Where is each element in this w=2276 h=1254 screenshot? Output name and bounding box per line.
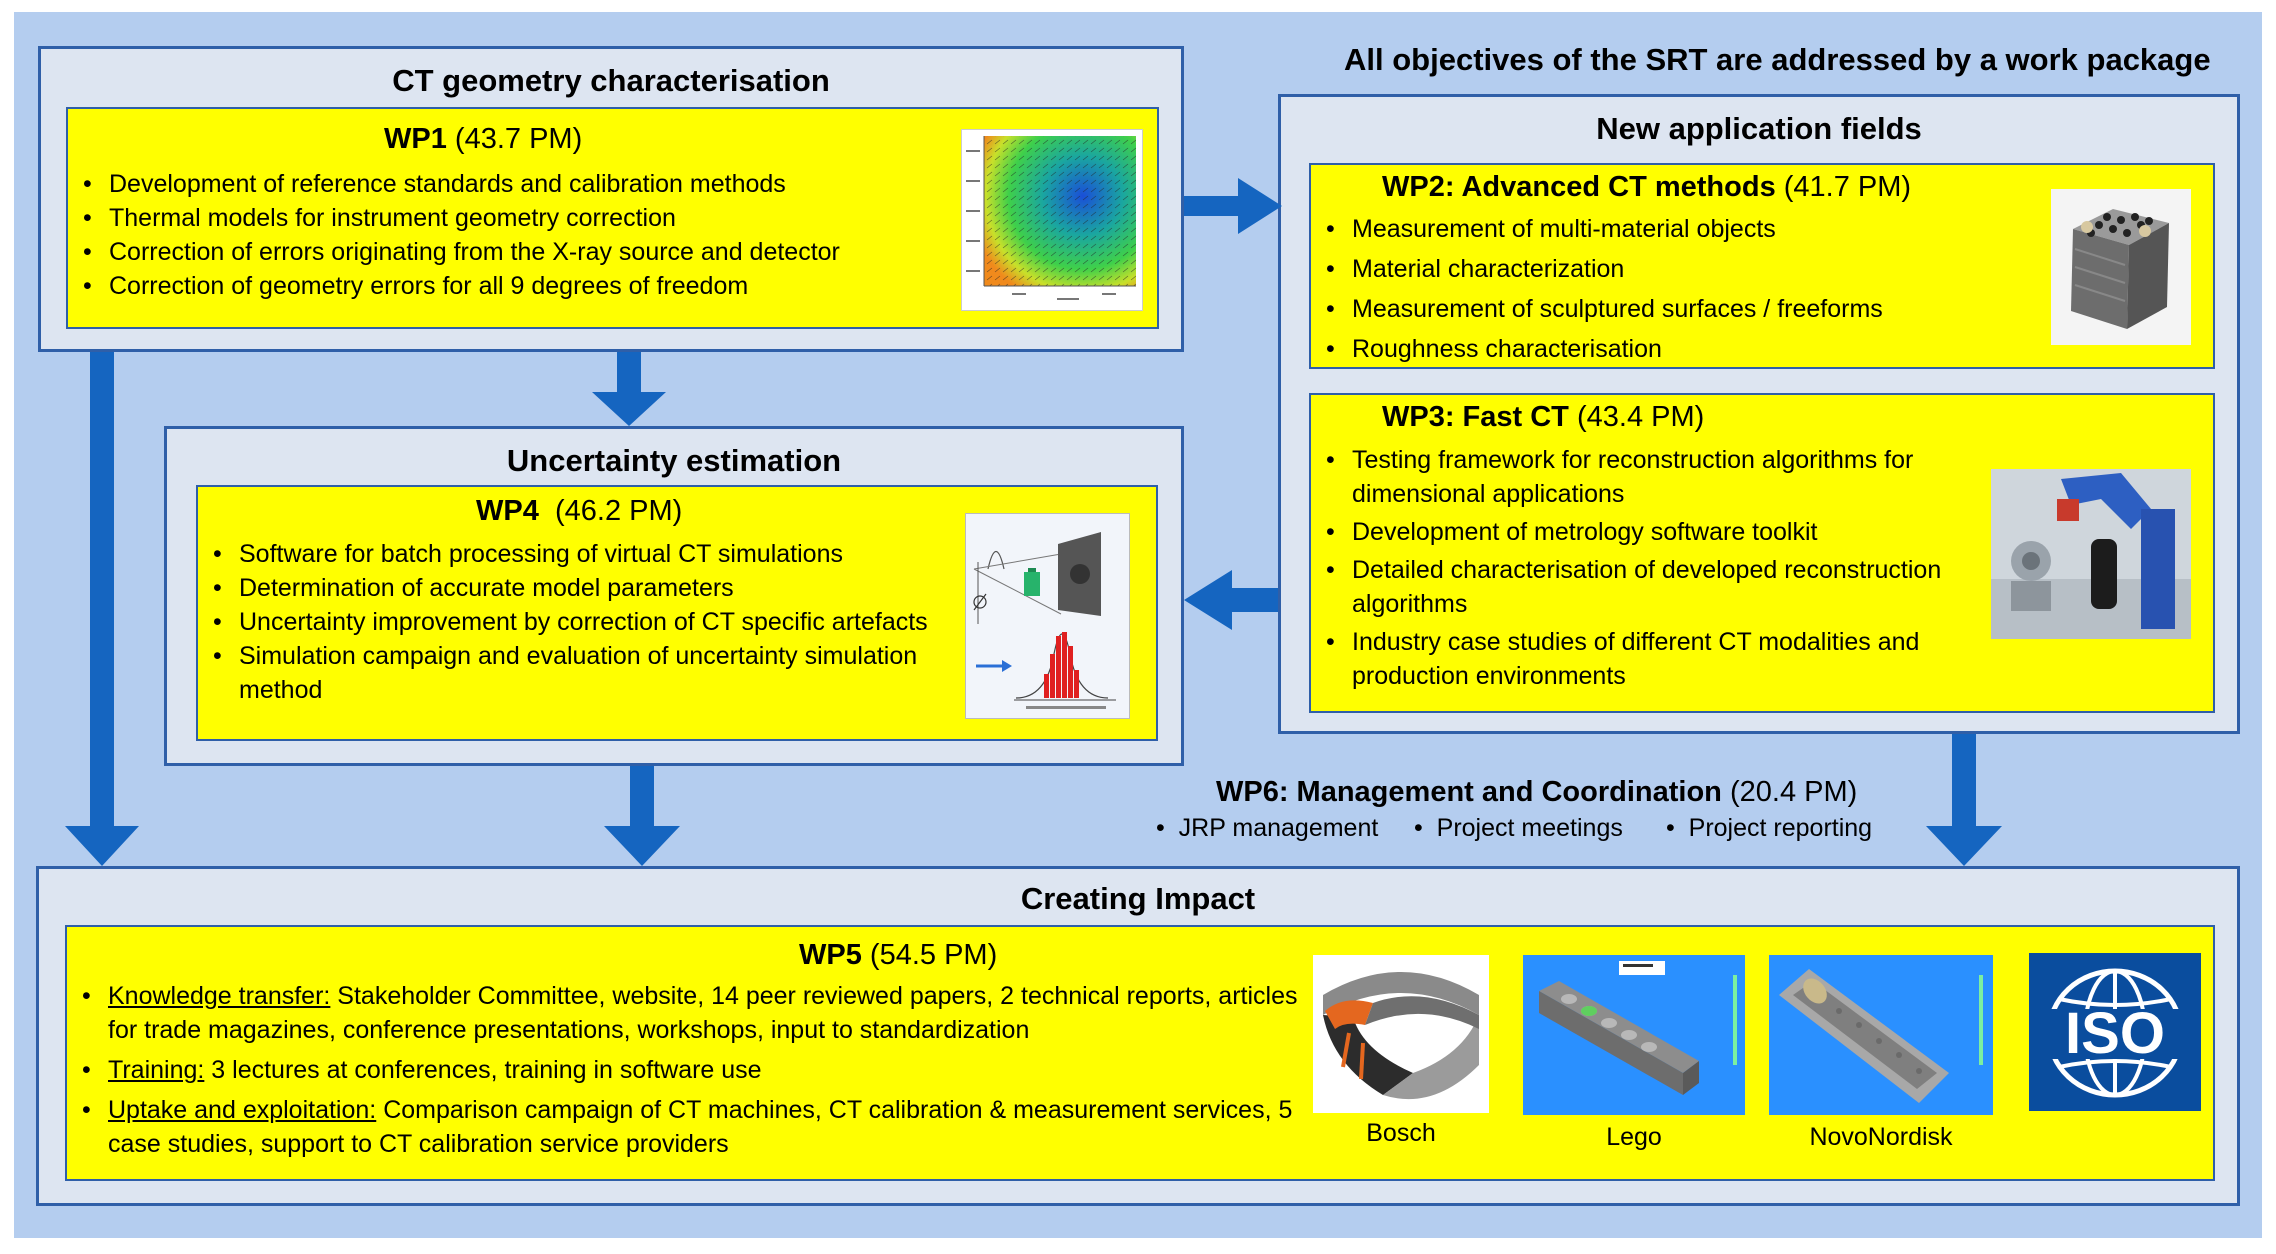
uptake-label: Uptake and exploitation: bbox=[108, 1096, 377, 1124]
wp3-list: Testing framework for reconstruction alg… bbox=[1322, 443, 1942, 693]
application-panel: New application fields WP2: Advanced CT … bbox=[1278, 94, 2240, 734]
wp6-item-2: • Project meetings bbox=[1414, 814, 1623, 842]
wp2-heading: WP2: Advanced CT methods (41.7 PM) bbox=[1382, 171, 1911, 204]
wp3-pm: (43.4 PM) bbox=[1576, 401, 1705, 433]
wp6-pm: (20.4 PM) bbox=[1729, 776, 1858, 808]
wp4-list: Software for batch processing of virtual… bbox=[209, 537, 949, 707]
arrow-geometry-to-application bbox=[1184, 178, 1282, 234]
wp5-list: Knowledge transfer: Stakeholder Committe… bbox=[78, 979, 1318, 1161]
uncertainty-panel: Uncertainty estimation WP4 (46.2 PM) Sof… bbox=[164, 426, 1184, 766]
partner-caption-bosch: Bosch bbox=[1366, 1119, 1436, 1147]
training-label: Training: bbox=[108, 1056, 205, 1084]
wp1-pm: (43.7 PM) bbox=[454, 123, 583, 155]
wp5-box: WP5 (54.5 PM) Knowledge transfer: Stakeh… bbox=[65, 925, 2215, 1181]
geometry-title: CT geometry characterisation bbox=[392, 63, 830, 98]
partner-caption-lego: Lego bbox=[1606, 1123, 1662, 1151]
list-item: Development of metrology software toolki… bbox=[1322, 515, 1942, 549]
wp1-list: Development of reference standards and c… bbox=[79, 167, 939, 303]
iso-logo: ISO bbox=[2029, 953, 2201, 1111]
wp2-name: WP2: Advanced CT methods bbox=[1382, 171, 1776, 203]
lego-part-image bbox=[1523, 955, 1745, 1115]
list-item: Detailed characterisation of developed r… bbox=[1322, 553, 1942, 621]
arrow-geometry-to-impact bbox=[65, 352, 139, 866]
arrow-geometry-to-uncertainty bbox=[592, 352, 666, 426]
wp1-box: WP1 (43.7 PM) Development of reference s… bbox=[66, 107, 1159, 329]
multimaterial-cube-image bbox=[2051, 189, 2191, 345]
wp2-pm: (41.7 PM) bbox=[1783, 171, 1912, 203]
training-text: 3 lectures at conferences, training in s… bbox=[204, 1056, 762, 1084]
geometry-panel: CT geometry characterisation WP1 (43.7 P… bbox=[38, 46, 1184, 352]
application-title: New application fields bbox=[1596, 111, 1922, 146]
list-item: Correction of geometry errors for all 9 … bbox=[79, 269, 939, 303]
wp3-heading: WP3: Fast CT (43.4 PM) bbox=[1382, 401, 1704, 434]
wp2-list: Measurement of multi-material objects Ma… bbox=[1322, 209, 2062, 369]
list-item: Material characterization bbox=[1322, 249, 2062, 289]
list-item: Measurement of sculptured surfaces / fre… bbox=[1322, 289, 2062, 329]
wp5-heading: WP5 (54.5 PM) bbox=[799, 939, 997, 972]
wp6-name: WP6: Management and Coordination bbox=[1216, 776, 1722, 808]
list-item: Roughness characterisation bbox=[1322, 329, 2062, 369]
bosch-part-image bbox=[1313, 955, 1489, 1113]
wp2-box: WP2: Advanced CT methods (41.7 PM) Measu… bbox=[1309, 163, 2215, 369]
arrow-application-to-uncertainty bbox=[1184, 570, 1278, 630]
wp5-pm: (54.5 PM) bbox=[869, 939, 998, 971]
wp4-box: WP4 (46.2 PM) Software for batch process… bbox=[196, 485, 1158, 741]
uptake-text: Comparison campaign of CT machines, CT c… bbox=[108, 1096, 1293, 1158]
simulation-image bbox=[965, 513, 1130, 719]
list-item: Correction of errors originating from th… bbox=[79, 235, 939, 269]
iso-logo-text: ISO bbox=[2065, 1001, 2165, 1066]
list-item: Development of reference standards and c… bbox=[79, 167, 939, 201]
wp5-name: WP5 bbox=[799, 939, 862, 971]
wp1-heading: WP1 (43.7 PM) bbox=[384, 123, 582, 156]
arrow-uncertainty-to-impact bbox=[604, 766, 680, 866]
knowledge-transfer-text: Stakeholder Committee, website, 14 peer … bbox=[108, 982, 1298, 1044]
list-item: Uptake and exploitation: Comparison camp… bbox=[78, 1093, 1318, 1161]
ct-robot-image bbox=[1991, 469, 2191, 639]
partner-caption-novonordisk: NovoNordisk bbox=[1809, 1123, 1953, 1151]
wp4-name: WP4 bbox=[476, 495, 539, 527]
list-item: Measurement of multi-material objects bbox=[1322, 209, 2062, 249]
wp6-item-label: Project reporting bbox=[1688, 814, 1873, 842]
arrow-application-to-impact bbox=[1926, 734, 2002, 866]
list-item: Industry case studies of different CT mo… bbox=[1322, 625, 1942, 693]
list-item: Software for batch processing of virtual… bbox=[209, 537, 949, 571]
list-item: Training: 3 lectures at conferences, tra… bbox=[78, 1053, 1318, 1087]
wp4-heading: WP4 (46.2 PM) bbox=[476, 495, 682, 528]
wp3-name: WP3: Fast CT bbox=[1382, 401, 1569, 433]
impact-panel: Creating Impact WP5 (54.5 PM) Knowledge … bbox=[36, 866, 2240, 1206]
wp6-item-label: Project meetings bbox=[1436, 814, 1623, 842]
headline: All objectives of the SRT are addressed … bbox=[1344, 42, 2211, 77]
uncertainty-title: Uncertainty estimation bbox=[506, 443, 842, 478]
list-item: Thermal models for instrument geometry c… bbox=[79, 201, 939, 235]
wp6-item-1: • JRP management bbox=[1156, 814, 1379, 842]
list-item: Determination of accurate model paramete… bbox=[209, 571, 949, 605]
wp1-name: WP1 bbox=[384, 123, 447, 155]
wp3-box: WP3: Fast CT (43.4 PM) Testing framework… bbox=[1309, 393, 2215, 713]
wp4-pm: (46.2 PM) bbox=[554, 495, 683, 527]
novonordisk-part-image bbox=[1769, 955, 1993, 1115]
list-item: Knowledge transfer: Stakeholder Committe… bbox=[78, 979, 1318, 1047]
list-item: Simulation campaign and evaluation of un… bbox=[209, 639, 949, 707]
wp6-item-label: JRP management bbox=[1178, 814, 1379, 842]
list-item: Testing framework for reconstruction alg… bbox=[1322, 443, 1942, 511]
knowledge-transfer-label: Knowledge transfer: bbox=[108, 982, 331, 1010]
wp6-item-3: • Project reporting bbox=[1666, 814, 1873, 842]
wp6-heading: WP6: Management and Coordination (20.4 P… bbox=[1216, 776, 1857, 809]
impact-title: Creating Impact bbox=[1020, 881, 1256, 916]
geometry-heatmap-image bbox=[961, 129, 1143, 311]
list-item: Uncertainty improvement by correction of… bbox=[209, 605, 949, 639]
